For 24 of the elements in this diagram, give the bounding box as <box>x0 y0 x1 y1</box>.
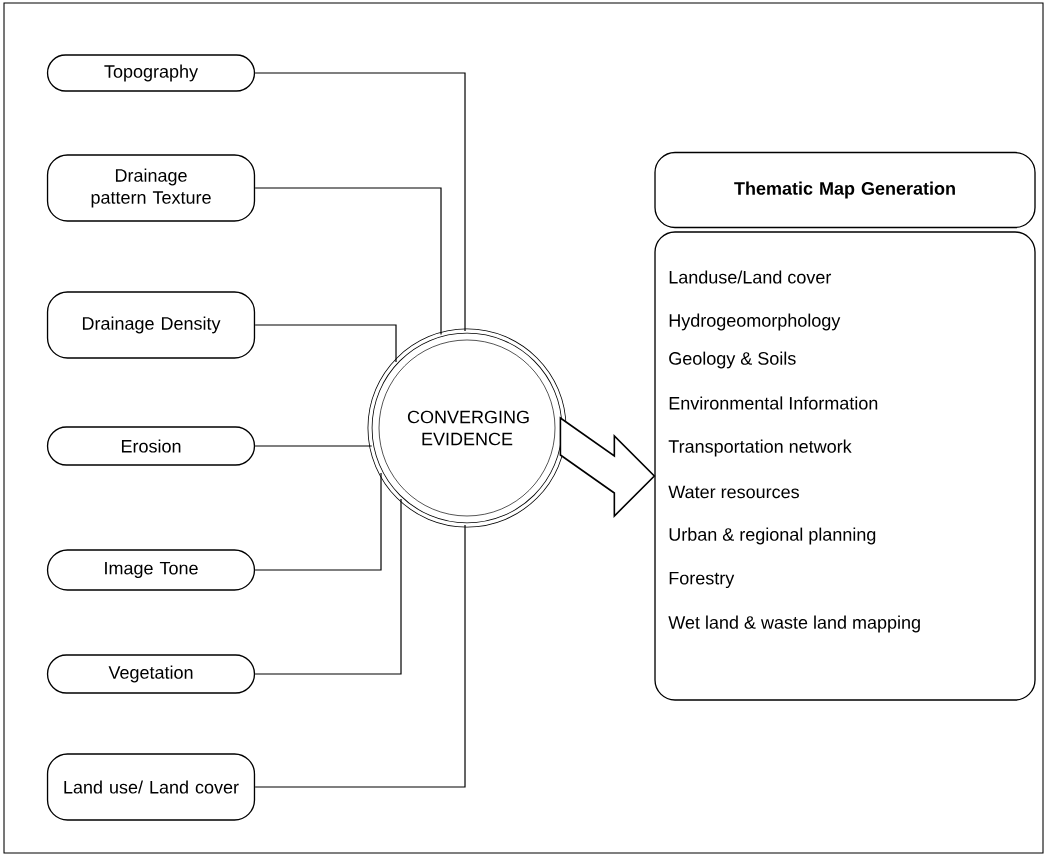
header-box: Thematic Map Generation <box>654 151 1036 229</box>
factor-box: Vegetation <box>46 654 256 694</box>
connector-line <box>254 524 466 788</box>
factor-box: Drainage Density <box>46 291 256 359</box>
list-item: Geology & Soils <box>669 351 796 369</box>
connector-line <box>254 472 382 571</box>
factor-box: Erosion <box>46 426 256 466</box>
list-item: Wet land & waste land mapping <box>668 615 920 633</box>
list-item: Transportation network <box>668 439 852 457</box>
connector-line <box>254 324 397 363</box>
list-item: Urban & regional planning <box>669 527 876 545</box>
list-item: Landuse/Land cover <box>669 270 832 284</box>
list-item: Forestry <box>669 571 735 589</box>
factor-box: Topography <box>46 54 256 92</box>
factor-box: Image Tone <box>46 549 256 591</box>
factor-box: Drainage pattern Texture <box>46 154 256 222</box>
connector-line <box>254 72 466 332</box>
list-item: Water resources <box>668 485 799 499</box>
factor-box: Land use/ Land cover <box>46 753 256 821</box>
connector-line <box>254 187 442 336</box>
connector-line <box>254 498 402 675</box>
connector-line <box>254 445 373 447</box>
list-item: Hydrogeomorphology <box>669 313 841 331</box>
list-item: Environmental Information <box>669 396 878 410</box>
